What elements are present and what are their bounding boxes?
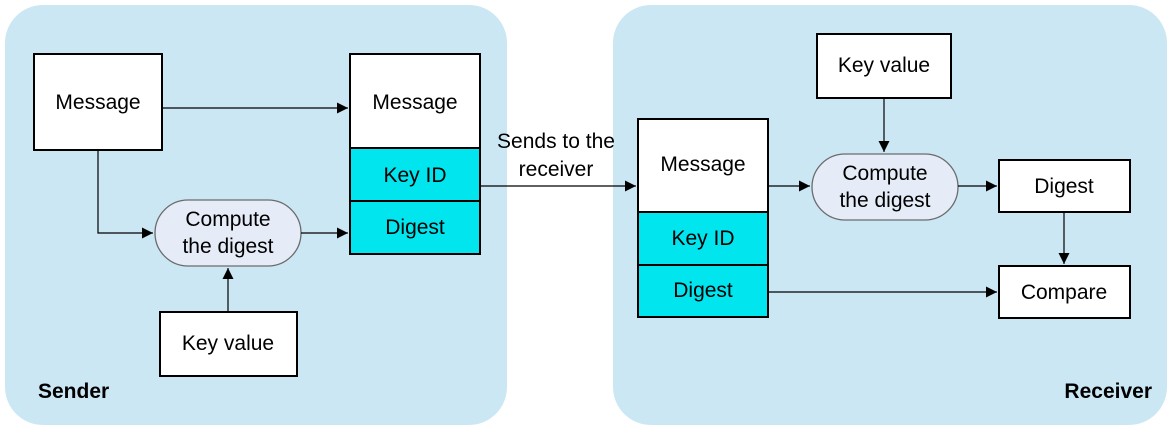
- transfer-label-line-1: Sends to the: [497, 130, 615, 153]
- receiver-packet-key-id: Key ID: [671, 227, 734, 250]
- sender-key-value-label: Key value: [182, 332, 274, 355]
- sender-message-box: Message: [33, 53, 163, 151]
- receiver-key-value-box: Key value: [816, 33, 952, 99]
- arrow-message-to-compute: [97, 150, 153, 239]
- sender-label: Sender: [38, 380, 109, 403]
- receiver-key-value-label: Key value: [838, 54, 930, 77]
- sender-message-label: Message: [55, 91, 140, 114]
- receiver-label: Receiver: [1064, 380, 1152, 403]
- receiver-packet-digest-field: [637, 264, 769, 318]
- transfer-label: Sends to the receiver: [497, 130, 615, 181]
- sender-packet-key-id: Key ID: [383, 164, 446, 187]
- sender-packet: Message Key ID Digest: [349, 53, 481, 255]
- sender-compute-oval: Compute the digest: [154, 199, 302, 267]
- receiver-compute-line-1: Compute: [842, 162, 927, 185]
- receiver-compute-oval: Compute the digest: [811, 153, 959, 221]
- receiver-packet-digest: Digest: [673, 279, 733, 302]
- receiver-digest-box: Digest: [998, 159, 1131, 213]
- sender-packet-digest: Digest: [385, 216, 445, 239]
- transfer-label-line-2: receiver: [519, 158, 594, 181]
- receiver-packet-message: Message: [660, 153, 745, 176]
- sender-compute-line-1: Compute: [185, 208, 270, 231]
- sender-key-value-box: Key value: [159, 311, 298, 377]
- receiver-packet: Message Key ID Digest: [637, 118, 769, 318]
- sender-packet-message: Message: [372, 91, 457, 114]
- sender-packet-key-id-field: [349, 147, 481, 202]
- receiver-compare-box: Compare: [998, 265, 1131, 319]
- sender-compute-line-2: the digest: [182, 235, 273, 258]
- sender-packet-digest-field: [349, 200, 481, 255]
- receiver-compute-line-2: the digest: [839, 189, 930, 212]
- receiver-digest-label: Digest: [1034, 175, 1094, 198]
- receiver-compare-label: Compare: [1021, 281, 1107, 304]
